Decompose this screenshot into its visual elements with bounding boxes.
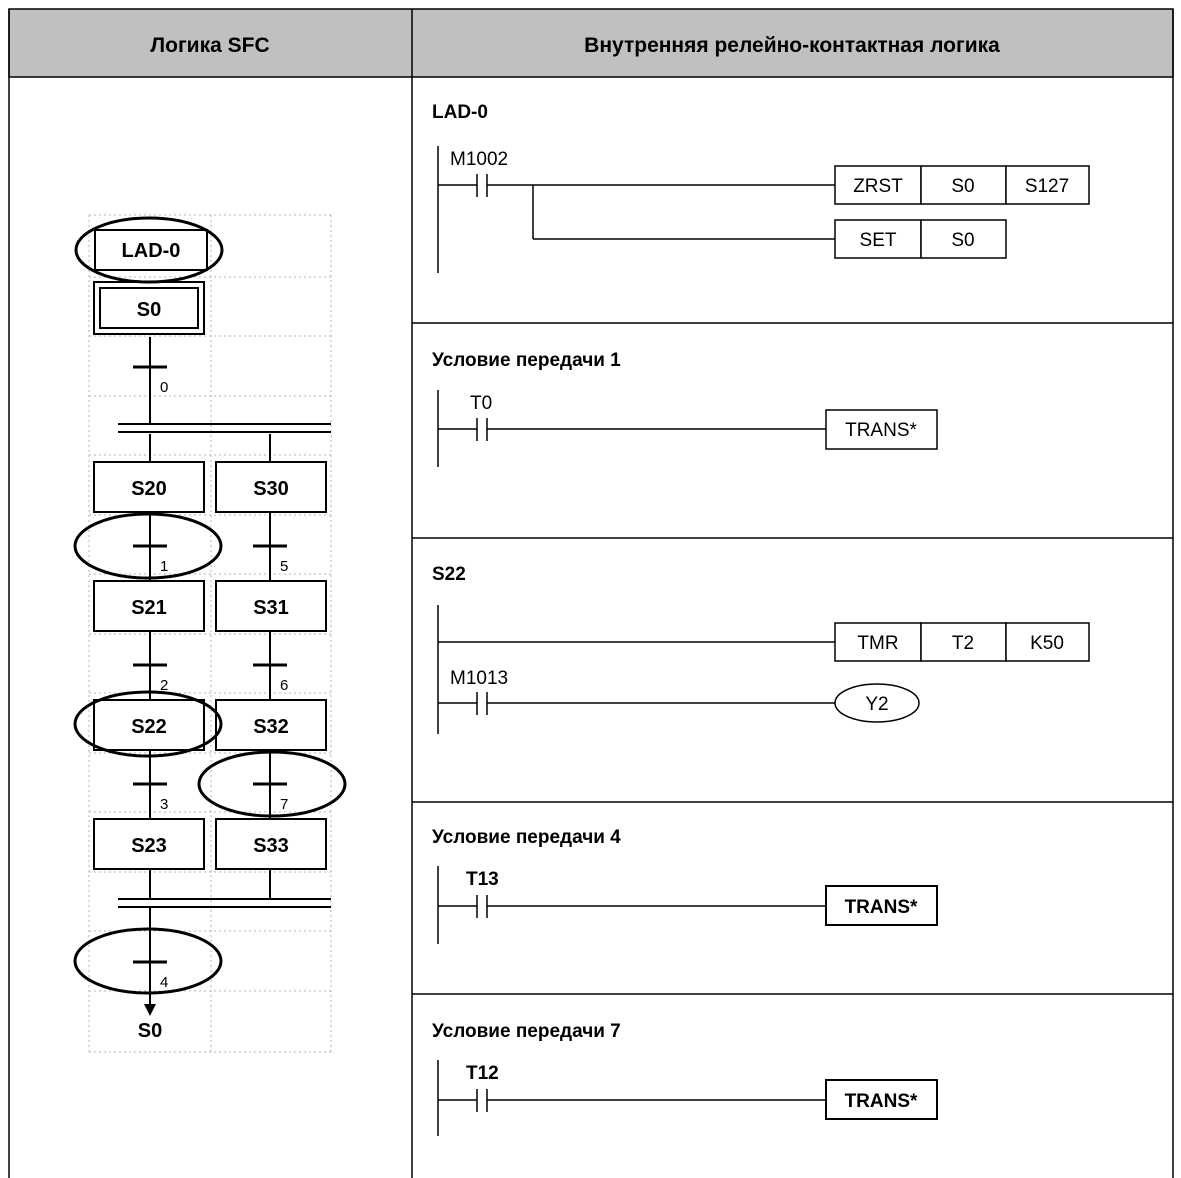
instr-set: SET [860,230,897,251]
sfc-step-boxes [93,229,327,870]
lad-0-instruction-boxes [834,165,1090,259]
s22-instruction-boxes [834,622,1090,662]
header-left: Логика SFC [150,34,269,57]
header-right: Внутренняя релейно-контактная логика [584,34,1000,57]
step-s22-label: S22 [131,716,167,738]
operand-s0: S0 [951,230,974,251]
step-s30-label: S30 [253,478,289,500]
step-s33-box [215,818,327,870]
highlight-step-s22 [73,690,223,758]
ladder-lad-0-lines [437,146,835,273]
operand-s0: S0 [951,176,974,197]
highlight-transition-7 [197,750,347,818]
instr-tmr: TMR [857,633,898,654]
ladder-cond-7-title: Условие передачи 7 [432,1021,621,1042]
sfc-lad-0-label: LAD-0 [122,240,181,262]
transition-number: 6 [280,677,288,694]
contact-t13: T13 [466,869,499,890]
trans-box [825,409,938,450]
ladder-s22-title: S22 [432,564,466,585]
step-s0-label: S0 [137,299,161,321]
trans-output: TRANS* [845,1091,918,1112]
trans-box [825,1079,938,1120]
table-frame [8,8,1174,1178]
step-s30-box [215,461,327,513]
step-s20-box [93,461,205,513]
step-s31-label: S31 [253,597,289,619]
ladder-cond-4-lines [437,866,826,944]
highlight-lad-0 [74,216,224,284]
contact-t12: T12 [466,1063,499,1084]
transition-number: 7 [280,796,288,813]
contact-t0: T0 [470,393,492,414]
jump-arrow-icon [144,1004,156,1016]
operand-t2: T2 [952,633,974,654]
step-s0-inner [99,287,199,329]
highlight-transition-4 [73,927,223,995]
trans-box [825,885,938,926]
step-s31-box [215,580,327,632]
transition-number: 4 [160,974,168,991]
ladder-lad-0-title: LAD-0 [432,102,488,123]
sfc-flow-lines [118,337,331,1005]
ladder-cond-4-title: Условие передачи 4 [432,827,621,848]
ladder-s22-lines [437,605,835,734]
step-s20-label: S20 [131,478,167,500]
transition-number: 0 [160,379,168,396]
step-s33-label: S33 [253,835,289,857]
ladder-cond-7-lines [437,1060,826,1136]
highlight-transition-1 [73,512,223,580]
contact-m1013: M1013 [450,668,508,689]
transition-number: 1 [160,558,168,575]
step-s23-label: S23 [131,835,167,857]
transition-number: 2 [160,677,168,694]
contact-m1002: M1002 [450,149,508,170]
step-s21-label: S21 [131,597,167,619]
jump-s0-label: S0 [138,1020,162,1042]
header-row [8,8,1174,78]
lad-0-box [94,229,208,271]
step-s22-box [93,699,205,751]
ladder-cond-1-title: Условие передачи 1 [432,350,621,371]
coil-y2 [834,683,920,723]
instr-zrst: ZRST [853,176,903,197]
highlight-ellipses [73,216,347,995]
operand-k50: K50 [1030,633,1064,654]
coil-label: Y2 [865,694,888,715]
step-s23-box [93,818,205,870]
trans-output: TRANS* [845,420,917,441]
sfc-grid [88,214,332,1053]
trans-output: TRANS* [845,897,918,918]
step-s21-box [93,580,205,632]
ladder-cond-1-lines [437,390,826,467]
step-s32-box [215,699,327,751]
transition-number: 3 [160,796,168,813]
transition-number: 5 [280,558,288,575]
step-s32-label: S32 [253,716,289,738]
operand-s127: S127 [1025,176,1069,197]
